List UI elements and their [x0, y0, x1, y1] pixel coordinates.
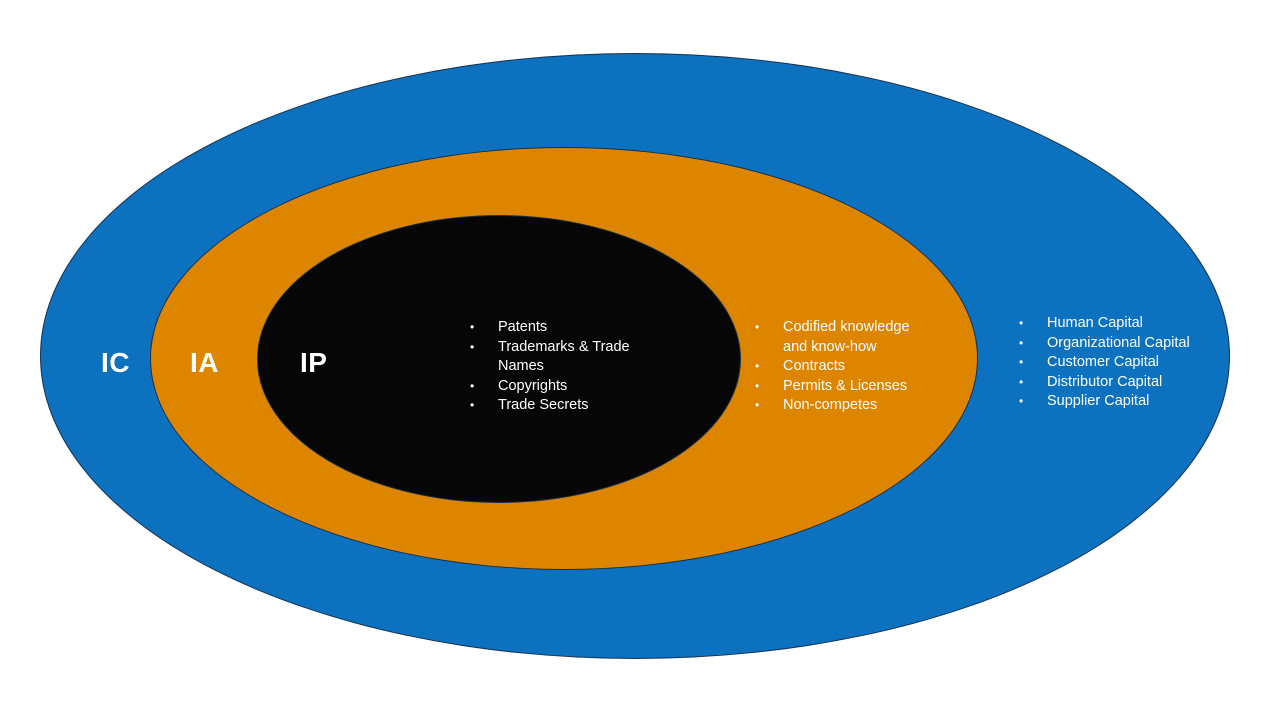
list-item: Patents [468, 318, 636, 338]
list-item: Trade Secrets [468, 396, 636, 416]
ip-list: Patents Trademarks & Trade Names Copyrig… [468, 318, 636, 416]
ic-label: IC [101, 347, 130, 378]
list-item: Non-competes [753, 396, 928, 416]
list-item: Trademarks & Trade Names [468, 338, 636, 377]
list-item: Permits & Licenses [753, 377, 928, 397]
list-item: Human Capital [1017, 314, 1217, 334]
list-item: Codified knowledge and know-how [753, 318, 928, 357]
ip-label: IP [300, 347, 328, 378]
list-item: Contracts [753, 357, 928, 377]
list-item: Organizational Capital [1017, 334, 1217, 354]
list-item: Customer Capital [1017, 353, 1217, 373]
list-item: Distributor Capital [1017, 373, 1217, 393]
list-item: Copyrights [468, 377, 636, 397]
ic-list: Human Capital Organizational Capital Cus… [1017, 314, 1217, 412]
ia-list: Codified knowledge and know-how Contract… [753, 318, 928, 416]
ia-label: IA [190, 347, 219, 378]
list-item: Supplier Capital [1017, 392, 1217, 412]
